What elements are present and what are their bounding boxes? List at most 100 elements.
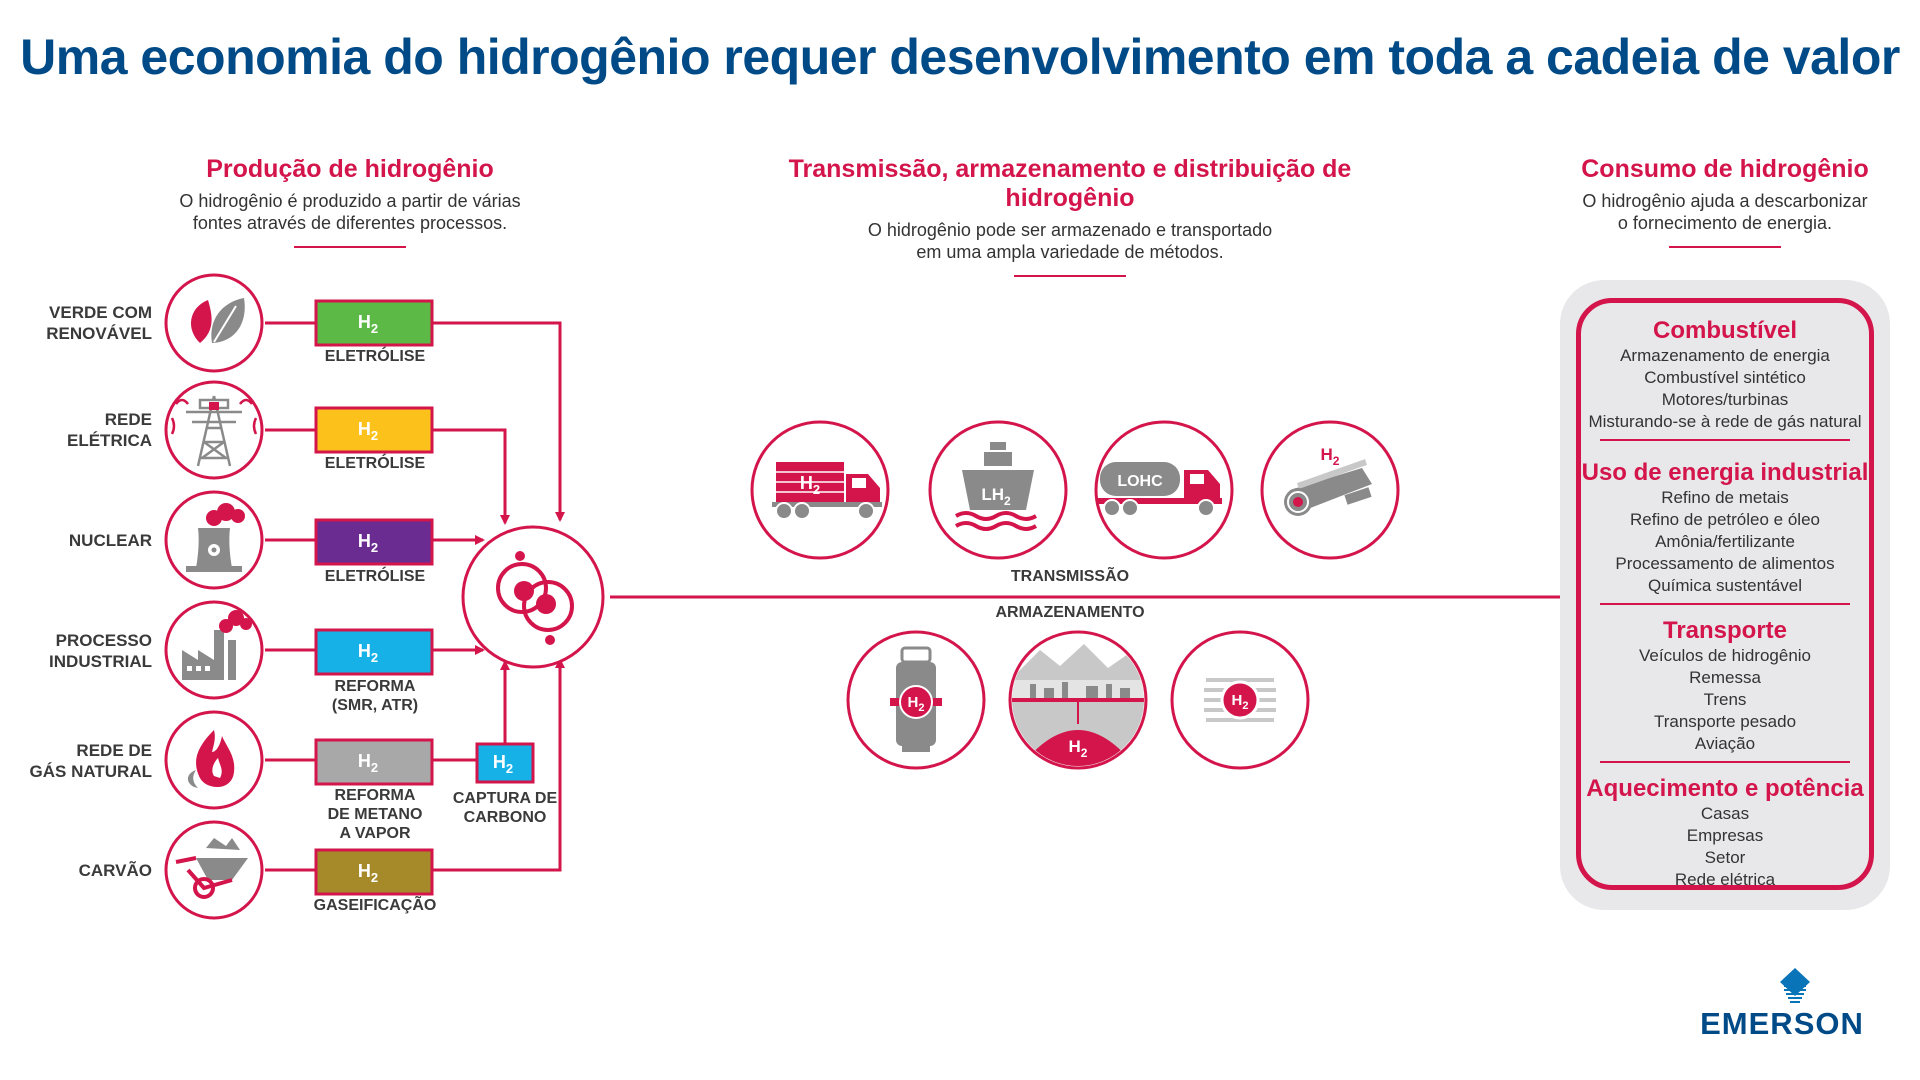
h2-box-nuclear <box>314 518 434 566</box>
process-label-line: GASEIFICAÇÃO <box>313 897 437 914</box>
consumption-group-industrial: Uso de energia industrial Refino de meta… <box>1581 459 1869 605</box>
h2-label: H2 <box>358 419 378 443</box>
h2-tank-stack-icon: H2 <box>1204 678 1276 722</box>
consumption-list: Combustível Armazenamento de energia Com… <box>1576 298 1874 890</box>
coal-wheelbarrow-icon <box>175 838 248 899</box>
page-title: Uma economia do hidrogênio requer desenv… <box>20 29 1900 85</box>
source-label-line: GÁS NATURAL <box>29 762 152 781</box>
consumption-heading: Consumo de hidrogênio <box>1581 155 1869 183</box>
transmission-desc-line1: O hidrogênio pode ser armazenado e trans… <box>867 220 1273 240</box>
lohc-label: LOHC <box>1117 473 1163 490</box>
process-label-line: ELETRÓLISE <box>324 455 426 472</box>
hub-connectors <box>432 321 1560 872</box>
group-item: Casas <box>1700 804 1750 823</box>
lh2-label: LH2 <box>981 485 1011 508</box>
arrow-coal <box>432 658 565 872</box>
transmission-desc-line2: em uma ampla variedade de métodos. <box>916 242 1224 262</box>
h2-truck-icon: H2 <box>772 462 882 520</box>
brand-wordmark: EMERSON <box>1700 1006 1864 1041</box>
group-item: Combustível sintético <box>1644 368 1806 387</box>
group-divider <box>1600 761 1850 763</box>
lh2-ship-icon: LH2 <box>954 442 1038 531</box>
transmission-label: TRANSMISSÃO <box>1010 568 1130 585</box>
process-label-gasification: GASEIFICAÇÃO <box>300 896 450 915</box>
consumption-desc-line2: o fornecimento de energia. <box>1617 213 1833 233</box>
source-label-renewable: VERDE COM RENOVÁVEL <box>22 302 152 344</box>
h2-box-grid <box>314 406 434 454</box>
carbon-capture-label: CAPTURA DE CARBONO <box>445 789 565 827</box>
h2-box-industrial <box>314 628 434 676</box>
transmission-heading: Transmissão, armazenamento e distribuiçã… <box>788 155 1352 212</box>
group-item: Empresas <box>1686 826 1764 845</box>
logo-mark-spacer <box>1672 966 1892 1006</box>
arrow-grid <box>432 428 510 525</box>
h2-box-green <box>314 299 434 347</box>
source-label-line: NUCLEAR <box>68 531 152 550</box>
source-label-line: RENOVÁVEL <box>46 324 152 343</box>
source-label-natural-gas: REDE DE GÁS NATURAL <box>22 740 152 782</box>
process-boxes <box>314 299 535 896</box>
carbon-capture-line: CAPTURA DE <box>452 790 558 807</box>
source-label-grid: REDE ELÉTRICA <box>22 409 152 451</box>
source-label-line: INDUSTRIAL <box>49 652 152 671</box>
production-divider <box>294 246 406 248</box>
production-desc-line2: fontes através de diferentes processos. <box>192 213 508 233</box>
process-label-line: REFORMA <box>334 787 416 804</box>
group-title: Aquecimento e potência <box>1586 775 1864 802</box>
transmission-header: Transmissão, armazenamento e distribuiçã… <box>740 155 1400 277</box>
h2-box-coal <box>314 848 434 896</box>
group-item: Refino de petróleo e óleo <box>1630 510 1820 529</box>
h2-label: H2 <box>358 531 378 555</box>
consumption-description: O hidrogênio ajuda a descarbonizar o for… <box>1560 190 1890 234</box>
cylinder-h2-label: H2 <box>908 694 925 714</box>
group-item: Amônia/fertilizante <box>1655 532 1795 551</box>
process-label-electrolysis-2: ELETRÓLISE <box>300 454 450 473</box>
production-header: Produção de hidrogênio O hidrogênio é pr… <box>150 155 550 248</box>
process-label-line: DE METANO <box>327 806 423 823</box>
factory-icon <box>182 610 252 680</box>
group-item: Aviação <box>1694 734 1756 753</box>
group-item: Química sustentável <box>1647 576 1802 595</box>
group-item: Rede elétrica <box>1674 870 1776 889</box>
group-item: Trens <box>1703 690 1747 709</box>
group-title: Combustível <box>1652 317 1798 344</box>
source-label-line: VERDE COM <box>49 303 152 322</box>
source-label-line: CARVÃO <box>78 861 152 880</box>
source-label-industrial: PROCESSO INDUSTRIAL <box>22 630 152 672</box>
carbon-capture-line: CARBONO <box>463 809 547 826</box>
h2-box-capture <box>475 742 535 784</box>
group-item: Transporte pesado <box>1653 712 1797 731</box>
h2-label: H2 <box>358 751 378 775</box>
group-item: Refino de metais <box>1661 488 1789 507</box>
transmission-divider <box>1014 275 1126 277</box>
group-title: Transporte <box>1662 617 1788 644</box>
emerson-logo-icon <box>1780 968 1810 1003</box>
process-label-electrolysis-3: ELETRÓLISE <box>300 567 450 586</box>
source-circle-grid <box>164 380 264 480</box>
source-label-line: ELÉTRICA <box>67 431 152 450</box>
source-label-nuclear: NUCLEAR <box>22 530 152 551</box>
process-label-line: ELETRÓLISE <box>324 348 426 365</box>
production-heading: Produção de hidrogênio <box>206 155 494 183</box>
cavern-h2-label: H2 <box>1069 737 1088 760</box>
h2-label: H2 <box>358 861 378 885</box>
consumption-group-fuel: Combustível Armazenamento de energia Com… <box>1581 317 1869 441</box>
source-circles <box>164 273 264 920</box>
h2-label: H2 <box>493 752 513 776</box>
source-label-line: REDE DE <box>76 741 152 760</box>
h2-box-natural-gas <box>314 738 434 786</box>
h2-label: H2 <box>358 312 378 336</box>
flame-icon <box>187 730 235 788</box>
truck-h2-label: H2 <box>800 473 820 497</box>
group-item: Motores/turbinas <box>1661 390 1789 409</box>
source-label-line: PROCESSO <box>55 631 152 650</box>
process-label-line: A VAPOR <box>339 825 411 842</box>
h2-pipeline-icon: H2 <box>1284 445 1372 516</box>
group-item: Veículos de hidrogênio <box>1638 646 1812 665</box>
source-connectors <box>265 321 316 872</box>
hydrogen-molecule-icon <box>496 551 574 645</box>
h2-box-labels: H2 H2 H2 H2 H2 H2 H2 <box>358 312 513 885</box>
group-item: Setor <box>1704 848 1746 867</box>
